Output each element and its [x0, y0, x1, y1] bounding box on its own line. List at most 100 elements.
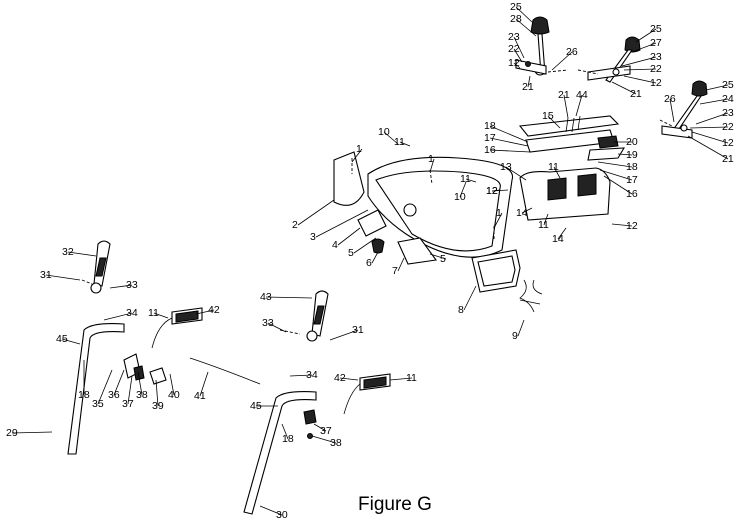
- callout-leader: [493, 212, 503, 229]
- callout-leader: [543, 213, 549, 226]
- callout-number: 11: [460, 173, 471, 185]
- callout-leader: [399, 141, 411, 147]
- callout-number: 8: [458, 304, 464, 316]
- callout-number: 23: [650, 51, 662, 63]
- right-lever-assembly: [659, 80, 708, 139]
- callout-leader: [265, 296, 313, 299]
- callout-leader: [611, 223, 633, 227]
- callout-number: 42: [208, 304, 220, 316]
- harness-9: [519, 279, 543, 313]
- callout-leader: [313, 423, 327, 432]
- callout-leader: [669, 98, 675, 123]
- callout-number: 16: [484, 144, 496, 156]
- callout-leader: [195, 309, 215, 315]
- callout-number: 25: [510, 1, 522, 13]
- switch-20: [597, 135, 619, 149]
- bolt-b: [577, 69, 599, 75]
- callout-leader: [297, 199, 335, 226]
- callout-number: 37: [122, 398, 134, 410]
- callout-number: 11: [548, 161, 559, 173]
- callout-number: 9: [512, 330, 518, 342]
- callout-number: 36: [108, 389, 120, 401]
- callout-number: 2: [292, 219, 298, 231]
- washer-c: [680, 124, 688, 132]
- callout-number: 27: [650, 37, 662, 49]
- callout-number: 1: [496, 207, 502, 219]
- callout-leader: [515, 6, 533, 23]
- bracket-39: [149, 367, 167, 385]
- callout-number: 5: [440, 253, 446, 265]
- callout-leader: [311, 435, 337, 444]
- knob-25-a: [530, 16, 550, 35]
- callout-number: 14: [516, 207, 528, 219]
- bolt-31: [81, 279, 93, 285]
- callout-leader: [289, 374, 313, 377]
- callout-number: 22: [650, 63, 662, 75]
- callout-number: 13: [500, 161, 512, 173]
- callout-number: 18: [626, 161, 638, 173]
- callout-number: 44: [576, 89, 588, 101]
- callout-leader: [621, 56, 657, 67]
- callout-number: 11: [538, 219, 549, 231]
- callout-number: 26: [566, 46, 578, 58]
- callout-leader: [153, 312, 169, 319]
- callout-leader: [353, 237, 377, 254]
- callout-leader: [705, 84, 729, 91]
- shield-2: [333, 151, 365, 206]
- callout-leader: [575, 94, 583, 117]
- callout-leader: [687, 135, 729, 160]
- plate-7: [397, 237, 437, 265]
- callout-leader: [505, 166, 527, 181]
- callout-leader: [489, 149, 531, 153]
- washer-b: [612, 68, 620, 76]
- callout-number: 25: [722, 79, 734, 91]
- callout-number: 18: [282, 433, 294, 445]
- callout-number: 12: [650, 77, 662, 89]
- callout-number: 4: [332, 239, 338, 251]
- callout-number: 24: [722, 93, 734, 105]
- console-frame: [333, 151, 543, 313]
- callout-leader: [603, 175, 633, 195]
- nut-38: [307, 433, 313, 439]
- callout-leader: [553, 166, 561, 179]
- callout-number: 20: [626, 136, 638, 148]
- callout-leader: [597, 161, 633, 168]
- handle-30: [243, 391, 317, 515]
- callout-leader: [137, 371, 143, 396]
- callout-number: 14: [552, 233, 564, 245]
- callout-number: 16: [626, 188, 638, 200]
- callout-number: 12: [722, 137, 734, 149]
- callout-number: 15: [542, 110, 554, 122]
- callout-number: 1: [356, 143, 362, 155]
- callout-leader: [599, 169, 633, 181]
- callout-number: 22: [722, 121, 734, 133]
- callout-number: 19: [626, 149, 638, 161]
- callout-number: 3: [310, 231, 316, 243]
- callout-number: 10: [454, 191, 466, 203]
- callout-leader: [315, 209, 369, 238]
- bracket-4: [357, 209, 387, 237]
- callout-leader: [513, 48, 523, 63]
- callout-number: 10: [378, 126, 390, 138]
- callout-leader: [635, 28, 657, 43]
- callout-leader: [97, 369, 113, 405]
- callout-leader: [695, 112, 729, 125]
- callout-leader: [689, 126, 729, 129]
- callout-number: 26: [664, 93, 676, 105]
- callout-number: 22: [508, 43, 520, 55]
- callout-number: 35: [92, 398, 104, 410]
- callout-number: 29: [6, 427, 18, 439]
- callout-leader: [199, 371, 209, 397]
- nut-a: [525, 61, 531, 67]
- callout-number: 11: [406, 372, 417, 384]
- knob-6: [371, 238, 385, 254]
- screws-1: [351, 158, 495, 240]
- callout-number: 21: [558, 89, 570, 101]
- callout-number: 34: [126, 307, 138, 319]
- top-lever-assembly: [515, 16, 641, 83]
- callout-number: 11: [148, 307, 159, 319]
- callout-number: 33: [126, 279, 138, 291]
- grip-42-b-dark: [363, 376, 387, 389]
